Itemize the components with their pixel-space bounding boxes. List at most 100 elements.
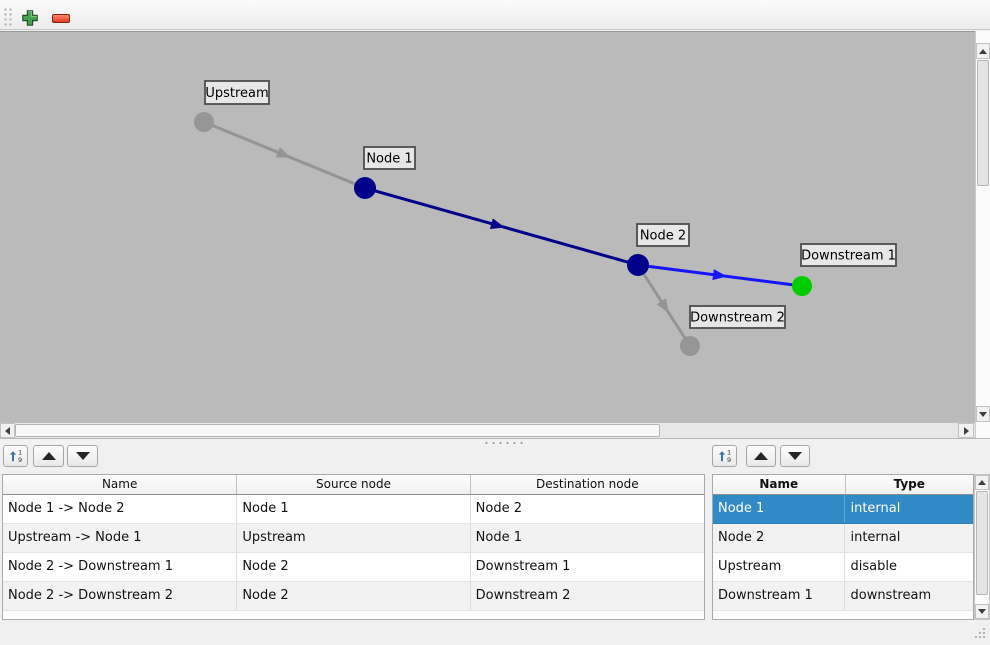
edge-cell[interactable]: Downstream 1 (475, 559, 571, 574)
svg-text:9: 9 (727, 456, 731, 464)
edge-arrowhead-icon (712, 269, 727, 281)
node-table-row[interactable]: Node 2 internal (713, 524, 973, 553)
edge-cell[interactable]: Node 2 -> Downstream 1 (3, 553, 238, 581)
node-node-1[interactable] (354, 177, 376, 199)
sort-1-9-icon: 1 9 (718, 448, 731, 464)
edge-cell[interactable]: Node 1 -> Node 2 (3, 495, 238, 523)
column-header-name[interactable]: Name (3, 475, 238, 494)
arrow-down-icon (75, 452, 90, 460)
horizontal-scrollbar-thumb[interactable] (15, 424, 660, 437)
splitter-handle-dots (483, 442, 527, 444)
node-label: Downstream 1 (801, 249, 896, 264)
main-toolbar (0, 0, 990, 30)
node-move-down-button[interactable] (780, 445, 810, 467)
node-scrollbar-thumb[interactable] (976, 491, 988, 595)
node-move-up-button[interactable] (746, 445, 776, 467)
canvas-vertical-scrollbar[interactable] (975, 31, 990, 422)
node-label: Node 2 (640, 229, 686, 244)
remove-node-button[interactable] (50, 8, 72, 28)
scroll-up-button[interactable] (975, 475, 989, 490)
add-node-button[interactable] (19, 8, 41, 28)
node-label-box[interactable] (636, 223, 690, 247)
edge-cell[interactable]: Node 1 (237, 495, 471, 523)
svg-text:1: 1 (727, 448, 731, 456)
scroll-down-button[interactable] (975, 604, 989, 619)
edge-cell[interactable]: Node 2 (237, 582, 471, 610)
svg-text:1: 1 (18, 448, 22, 456)
node-table-row[interactable]: Downstream 1 downstream (713, 582, 973, 611)
node-cell-name[interactable]: Node 2 (713, 524, 846, 552)
edge-cell[interactable]: Node 2 -> Downstream 2 (3, 582, 238, 610)
node-cell-type[interactable]: disable (850, 559, 897, 574)
node-sort-button[interactable]: 1 9 (712, 445, 737, 467)
edge-cell[interactable]: Upstream -> Node 1 (3, 524, 238, 552)
edge-move-down-button[interactable] (67, 445, 98, 467)
node-cell-name[interactable]: Downstream 1 (713, 582, 846, 610)
window-resize-grip[interactable] (975, 636, 977, 638)
toolbar-grip-handle[interactable] (3, 7, 12, 26)
triangle-left-icon (5, 426, 10, 435)
scroll-left-button[interactable] (0, 423, 15, 438)
node-table-scrollbar[interactable] (974, 474, 990, 620)
edge-cell[interactable]: Node 1 (475, 530, 522, 545)
node-downstream-2[interactable] (680, 336, 700, 356)
node-downstream-1[interactable] (792, 276, 812, 296)
node-label-box[interactable] (800, 243, 897, 267)
node-label: Upstream (205, 86, 268, 101)
node-label-box[interactable] (204, 80, 270, 105)
node-label: Downstream 2 (690, 311, 785, 326)
column-header-name[interactable]: Name (713, 475, 846, 494)
scroll-right-button[interactable] (958, 423, 974, 438)
edge-cell[interactable]: Node 2 (237, 553, 471, 581)
scroll-down-button[interactable] (976, 406, 990, 422)
arrow-up-icon (754, 452, 768, 460)
node-table-row[interactable]: Upstream disable (713, 553, 973, 582)
scroll-up-button[interactable] (976, 43, 990, 59)
edge-cell[interactable]: Upstream (237, 524, 471, 552)
node-label: Node 1 (366, 152, 412, 167)
status-bar (0, 622, 990, 645)
edge-cell[interactable]: Downstream 2 (475, 588, 571, 603)
node-cell-type[interactable]: internal (850, 530, 901, 545)
sort-1-9-icon: 1 9 (9, 448, 22, 464)
triangle-up-icon (979, 48, 987, 54)
node-label-box[interactable] (363, 146, 416, 170)
node-cell-name[interactable]: Upstream (713, 553, 846, 581)
pane-splitter[interactable] (0, 438, 990, 446)
edge-cell[interactable]: Node 2 (475, 501, 522, 516)
vertical-scrollbar-thumb[interactable] (977, 60, 989, 186)
edge-move-up-button[interactable] (33, 445, 64, 467)
node-cell-type[interactable]: downstream (850, 588, 932, 603)
edge-arrowhead-icon (489, 218, 505, 229)
arrow-down-icon (788, 452, 802, 460)
triangle-down-icon (978, 609, 986, 614)
plus-icon (22, 10, 38, 26)
edge-arrowhead-icon (275, 147, 291, 158)
canvas-horizontal-scrollbar[interactable] (0, 422, 975, 438)
column-header-destination-node[interactable]: Destination node (536, 477, 639, 491)
node-cell-name[interactable]: Node 1 (713, 495, 846, 523)
node-label-box[interactable] (689, 305, 786, 329)
triangle-down-icon (979, 411, 987, 417)
edge-arrowhead-icon (656, 298, 669, 314)
node-cell-type[interactable]: internal (850, 501, 901, 516)
node-table-row[interactable]: Node 1 internal (713, 495, 973, 524)
node-upstream[interactable] (194, 112, 214, 132)
arrow-up-icon (41, 452, 56, 460)
minus-icon (52, 13, 70, 23)
column-header-source-node[interactable]: Source node (237, 475, 471, 494)
column-header-type[interactable]: Type (893, 477, 925, 491)
edge-sort-button[interactable]: 1 9 (3, 445, 28, 467)
node-node-2[interactable] (627, 254, 649, 276)
